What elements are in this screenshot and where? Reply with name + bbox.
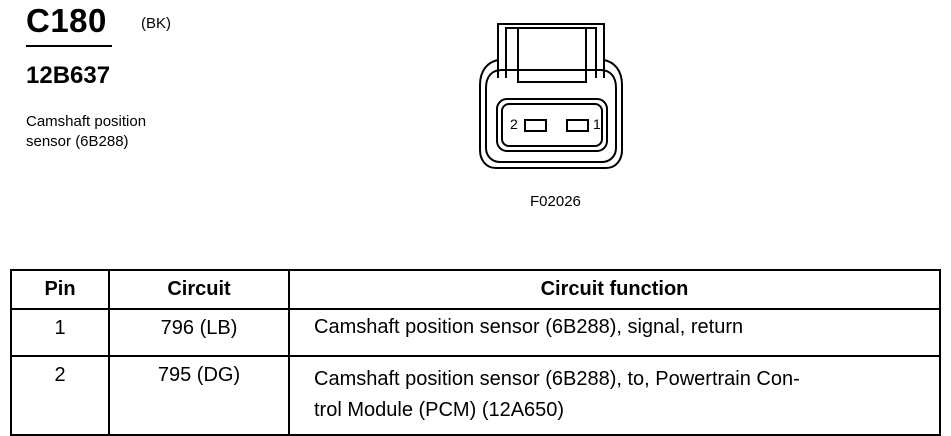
circuit-cell: 796 (LB)	[108, 308, 290, 357]
connector-latch	[497, 23, 605, 78]
function-cell: Camshaft position sensor (6B288), signal…	[288, 308, 941, 357]
circuit-cell: 795 (DG)	[108, 355, 290, 436]
connector-color: (BK)	[141, 15, 171, 32]
pin-2-terminal	[524, 119, 547, 132]
connector-id-underline	[26, 45, 112, 47]
connector-cavity	[496, 98, 608, 152]
header-pin: Pin	[10, 269, 110, 310]
connector-shell	[479, 59, 623, 169]
header-circuit: Circuit	[108, 269, 290, 310]
table-row: 2 795 (DG) Camshaft position sensor (6B2…	[10, 355, 941, 436]
table-row: 1 796 (LB) Camshaft position sensor (6B2…	[10, 308, 941, 357]
pin-table: Pin Circuit Circuit function 1 796 (LB) …	[10, 269, 941, 436]
connector-face-diagram: 2 1	[479, 23, 623, 169]
table-header-row: Pin Circuit Circuit function	[10, 269, 941, 310]
pin-cell: 1	[10, 308, 110, 357]
function-cell: Camshaft position sensor (6B288), to, Po…	[288, 355, 941, 436]
figure-id: F02026	[530, 193, 581, 210]
header-circuit-function: Circuit function	[288, 269, 941, 310]
connector-id: C180	[26, 2, 107, 39]
pin-2-label: 2	[510, 116, 518, 132]
pin-1-label: 1	[593, 116, 601, 132]
component-description: Camshaft position sensor (6B288)	[26, 113, 147, 150]
pin-1-terminal	[566, 119, 589, 132]
part-number: 12B637	[26, 62, 111, 89]
pin-cell: 2	[10, 355, 110, 436]
